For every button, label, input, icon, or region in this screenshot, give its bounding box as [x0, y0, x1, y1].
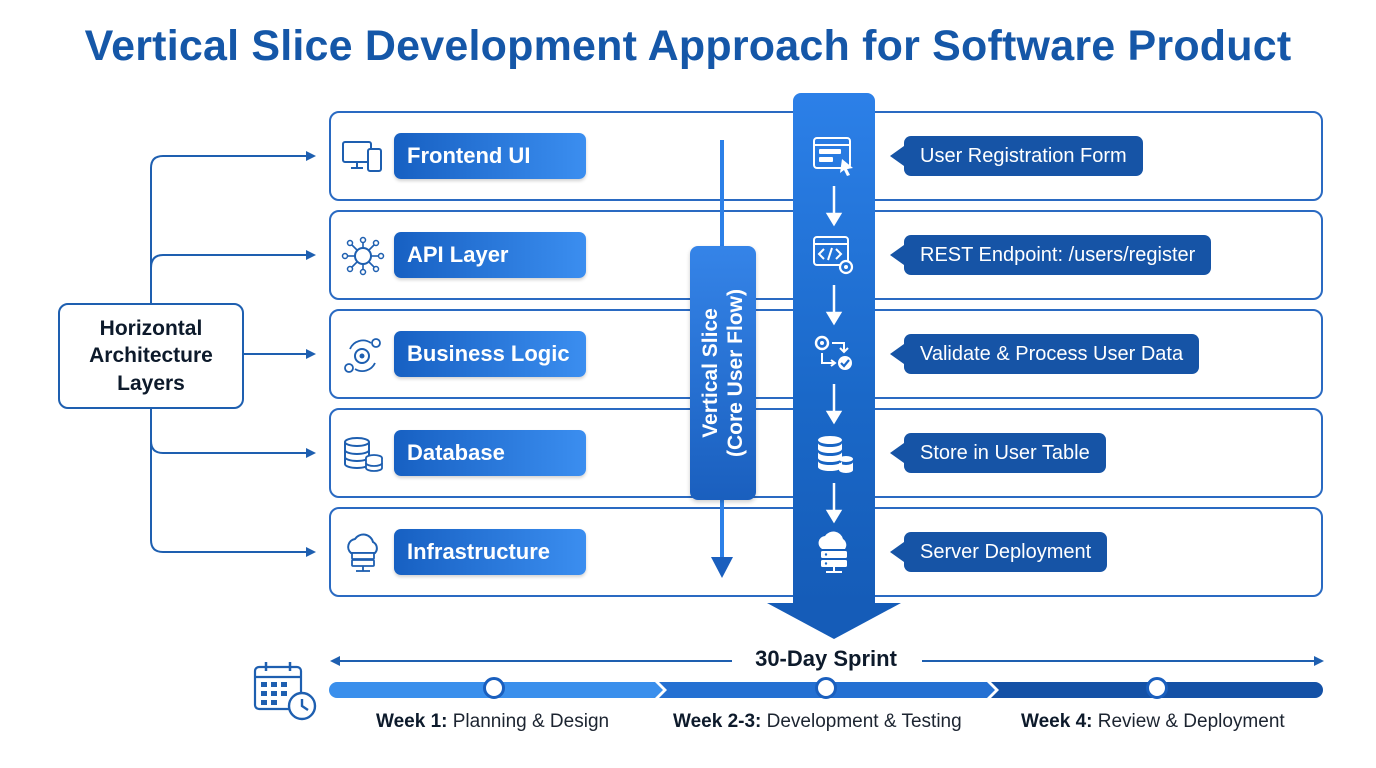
layer-pill-database: Database [394, 430, 586, 476]
phase-marker-week4 [1146, 677, 1168, 699]
phase-label-week2-3: Week 2-3: Development & Testing [673, 711, 962, 733]
sprint-label: 30-Day Sprint [732, 646, 920, 672]
callout-database: Store in User Table [890, 433, 1106, 473]
form-cursor-icon [813, 137, 853, 176]
api-network-icon [341, 236, 385, 276]
phase-desc-week2-3: Development & Testing [766, 711, 962, 732]
database-stack-icon [344, 437, 383, 472]
phase-marker-week1 [483, 677, 505, 699]
horizontal-layers-label: Horizontal Architecture Layers [58, 303, 244, 409]
gears-cycle-icon [344, 338, 381, 373]
connector-database [150, 440, 316, 458]
code-window-gear-icon [813, 236, 854, 275]
callout-business: Validate & Process User Data [889, 334, 1200, 374]
phase-marker-week2-3 [815, 677, 837, 699]
phase-week-week1: Week 1: [376, 711, 448, 732]
cloud-server-icon [347, 533, 378, 572]
phase-desc-week4: Review & Deployment [1097, 711, 1285, 732]
gear-flow-check-icon [814, 335, 852, 370]
callout-api: REST Endpoint: /users/register [889, 235, 1212, 275]
layer-pill-frontend: Frontend UI [394, 133, 586, 179]
monitor-phone-icon [342, 141, 382, 172]
layer-pill-api: API Layer [394, 232, 586, 278]
phase-week-week2-3: Week 2-3: [673, 711, 762, 732]
phase-label-week1: Week 1: Planning & Design [376, 711, 609, 733]
cloud-server-icon [818, 531, 847, 573]
calendar-clock-icon [253, 662, 317, 721]
connector-api [150, 250, 316, 269]
connector-lower-trunk [150, 409, 316, 557]
phase-desc-week1: Planning & Design [452, 711, 610, 732]
phase-label-week4: Week 4: Review & Deployment [1021, 711, 1285, 733]
vertical-slice-arrowhead [767, 603, 901, 639]
phase-week-week4: Week 4: [1021, 711, 1093, 732]
layer-pill-business: Business Logic [394, 331, 586, 377]
callout-frontend: User Registration Form [890, 136, 1143, 176]
connector-trunk [150, 151, 316, 303]
database-icon [818, 436, 853, 473]
vertical-slice-banner: Vertical Slice (Core User Flow) [690, 246, 756, 500]
layer-pill-infrastructure: Infrastructure [394, 529, 586, 575]
callout-infrastructure: Server Deployment [889, 532, 1108, 572]
diagram-title: Vertical Slice Development Approach for … [84, 22, 1292, 70]
